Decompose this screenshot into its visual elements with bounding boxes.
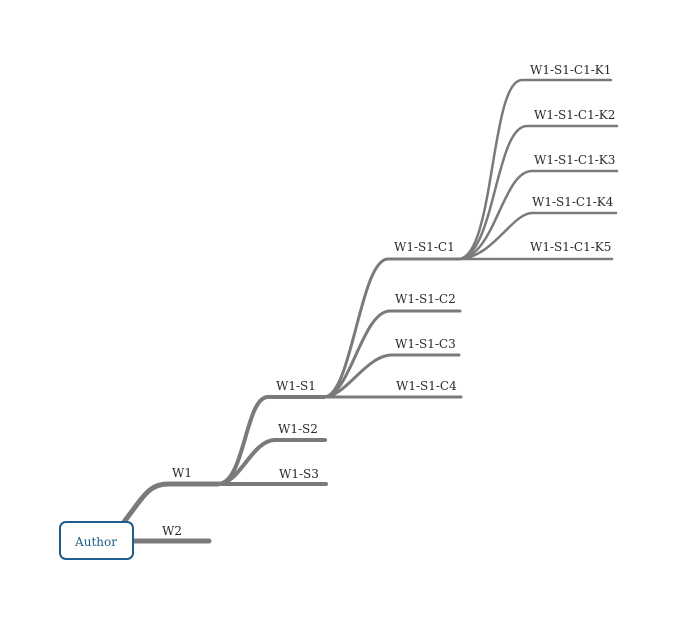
- node-w1-s2[interactable]: W1-S2: [278, 422, 318, 436]
- connector-c1-k2: [456, 124, 619, 261]
- connector-c1-k3: [456, 169, 619, 261]
- node-w1-s1-c1-k5[interactable]: W1-S1-C1-K5: [530, 240, 611, 254]
- root-node-label[interactable]: Author: [74, 535, 117, 549]
- connector-s1-c3: [322, 353, 461, 399]
- node-w1-s3[interactable]: W1-S3: [279, 467, 319, 481]
- node-w1-s1-c1-k3[interactable]: W1-S1-C1-K3: [534, 153, 615, 167]
- connector-s1-c1: [322, 257, 460, 399]
- node-w1[interactable]: W1: [172, 466, 192, 480]
- node-w1-s1-c2[interactable]: W1-S1-C2: [395, 292, 456, 306]
- node-w1-s1-c4[interactable]: W1-S1-C4: [396, 379, 457, 393]
- connector-c1-k1: [456, 78, 613, 261]
- node-w1-s1-c1-k2[interactable]: W1-S1-C1-K2: [534, 108, 615, 122]
- node-w1-s1-c1-k1[interactable]: W1-S1-C1-K1: [530, 63, 611, 77]
- node-w1-s1[interactable]: W1-S1: [276, 379, 316, 393]
- connector-s1-c2: [322, 309, 462, 399]
- connector-c1-k4: [456, 211, 618, 261]
- node-w2[interactable]: W2: [162, 524, 182, 538]
- node-w1-s1-c1[interactable]: W1-S1-C1: [394, 240, 455, 254]
- connector-author-w1: [121, 481, 221, 525]
- node-w1-s1-c1-k4[interactable]: W1-S1-C1-K4: [532, 195, 614, 209]
- root-node-box[interactable]: [59, 521, 134, 560]
- node-w1-s1-c3[interactable]: W1-S1-C3: [395, 337, 456, 351]
- root-node-author[interactable]: Author: [59, 521, 134, 560]
